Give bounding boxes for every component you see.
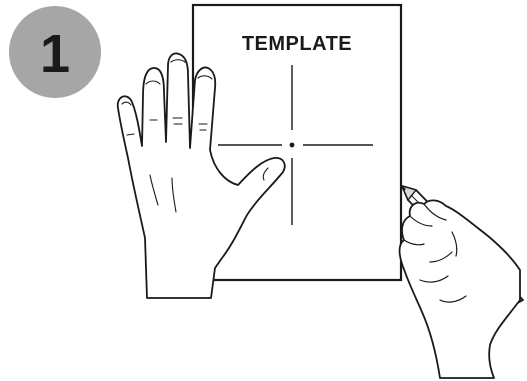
step-badge: 1	[9, 6, 101, 98]
template-title: TEMPLATE	[242, 33, 352, 55]
right-hand-icon	[399, 200, 520, 378]
step-number: 1	[40, 24, 70, 84]
